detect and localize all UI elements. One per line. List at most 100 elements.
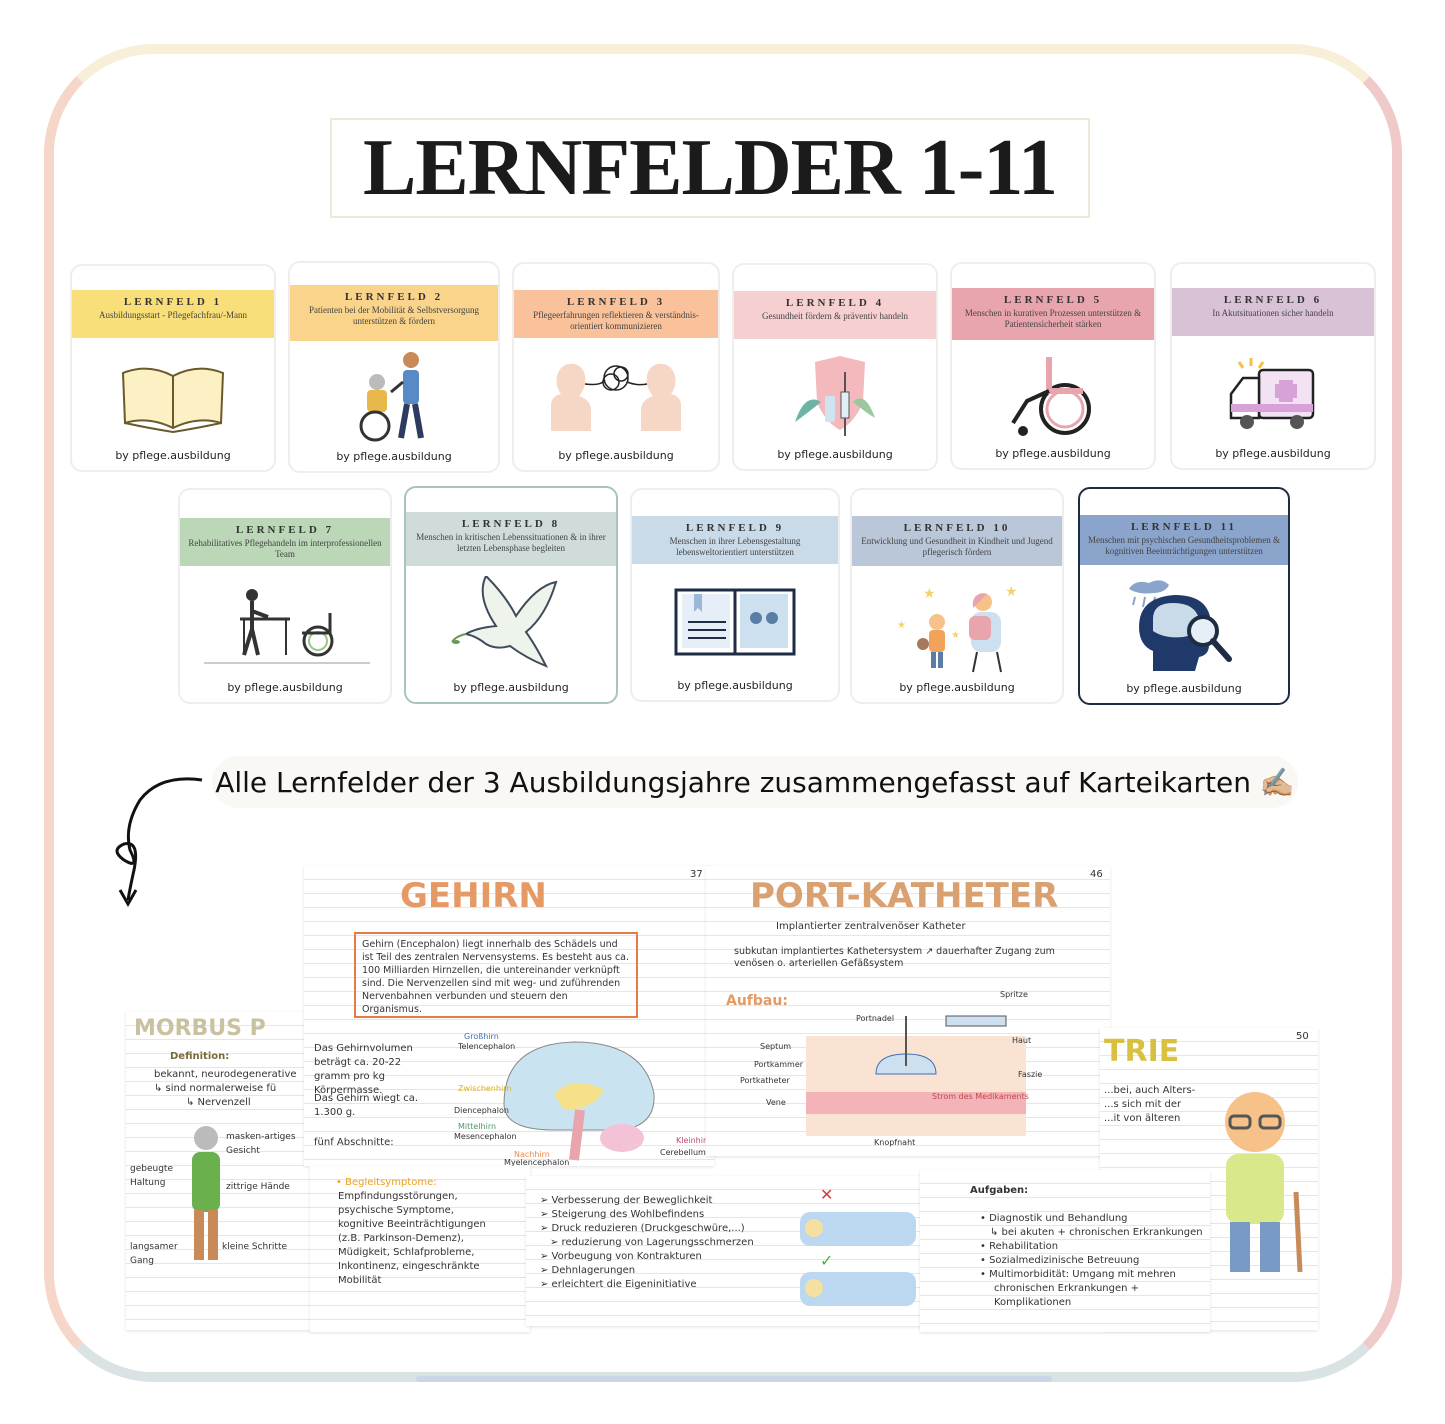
- card-desc: Entwicklung und Gesundheit in Kindheit u…: [861, 536, 1053, 557]
- geriatrie-text-2: ...s sich mit der: [1104, 1099, 1182, 1110]
- page-geriatrie-aufgaben: Aufgaben: • Diagnostik und Behandlung ↳ …: [920, 1170, 1210, 1332]
- gehirn-label-4: Diencephalon: [454, 1106, 509, 1115]
- port-line: subkutan implantiertes Kathetersystem ↗ …: [734, 946, 1055, 969]
- geriatrie-line-6: chronischen Erkrankungen + Komplikatione…: [994, 1283, 1140, 1308]
- morbus-text-3: ↳ Nervenzell: [186, 1097, 251, 1108]
- gehirn-number: 37: [690, 869, 703, 880]
- curly-arrow-icon: [115, 777, 203, 908]
- symptome-line-6: Müdigkeit, Schlafprobleme,: [338, 1247, 475, 1258]
- by-label: by pflege.ausbildung: [1126, 682, 1242, 695]
- brain-diagram-icon: [503, 1041, 655, 1161]
- rehab-icon: [180, 578, 390, 678]
- symptome-line-3: psychische Symptome,: [338, 1205, 454, 1216]
- svg-text:★: ★: [1005, 585, 1018, 600]
- by-label: by pflege.ausbildung: [558, 449, 674, 462]
- by-label: by pflege.ausbildung: [115, 449, 231, 462]
- book-icon: [72, 348, 274, 448]
- card-label: LERNFELD 3: [566, 296, 666, 308]
- lagerung-line-7: ➢ erleichtert die Eigeninitiative: [540, 1279, 697, 1290]
- symptome-line-1: • Begleitsymptome:: [336, 1177, 437, 1188]
- card-label: LERNFELD 7: [235, 524, 335, 536]
- open-book-icon: [632, 572, 838, 672]
- geriatrie-title: TRIE: [1104, 1034, 1180, 1069]
- by-label: by pflege.ausbildung: [1215, 447, 1331, 460]
- page-gehirn: GEHIRN 37 Gehirn (Encephalon) liegt inne…: [304, 866, 714, 1166]
- wheelchair-helper-icon: [290, 345, 498, 445]
- gehirn-label-10: Cerebellum: [660, 1148, 706, 1157]
- card-label: LERNFELD 11: [1130, 521, 1238, 533]
- card-desc: Pflegeerfahrungen reflektieren & verstän…: [533, 310, 699, 331]
- morbus-definition: Definition:: [170, 1051, 230, 1062]
- brain-search-icon: [1080, 575, 1288, 675]
- by-label: by pflege.ausbildung: [453, 681, 569, 694]
- port-label-2: Portnadel: [856, 1014, 895, 1023]
- symptome-line-8: Mobilität: [338, 1275, 382, 1286]
- lagerung-line-3: ➢ Druck reduzieren (Druckgeschwüre,...): [540, 1223, 745, 1234]
- gehirn-label-8: Myelencephalon: [504, 1158, 570, 1166]
- card-band: LERNFELD 11 Menschen mit psychischen Gesu…: [1080, 515, 1288, 565]
- gehirn-note-2: Das Gehirn wiegt ca. 1.300 g.: [314, 1093, 419, 1118]
- parkinson-figure-icon: [192, 1126, 220, 1260]
- wheelchair-icon: [952, 346, 1154, 446]
- svg-text:★: ★: [923, 587, 936, 602]
- gehirn-note-1: Das Gehirnvolumen beträgt ca. 20-22 gram…: [314, 1043, 413, 1096]
- ambulance-icon: [1172, 346, 1374, 446]
- geriatrie-text-1: ...bei, auch Alters-: [1104, 1085, 1196, 1096]
- card-lernfeld-11[interactable]: LERNFELD 11 Menschen mit psychischen Gesu…: [1078, 487, 1290, 705]
- subtitle-banner: Alle Lernfelder der 3 Ausbildungsjahre z…: [212, 756, 1298, 808]
- card-label: LERNFELD 9: [685, 522, 785, 534]
- geriatrie-number: 50: [1296, 1031, 1309, 1042]
- port-label-8: Vene: [766, 1098, 786, 1107]
- card-lernfeld-2[interactable]: LERNFELD 2 Patienten bei der Mobilität & …: [288, 261, 500, 473]
- card-label: LERNFELD 1: [123, 296, 223, 308]
- geriatrie-aufgaben: Aufgaben:: [970, 1185, 1029, 1196]
- geriatrie-line-5: • Multimorbidität: Umgang mit mehren: [980, 1269, 1176, 1280]
- page-morbus: MORBUS P Definition: bekannt, neurodegen…: [126, 1012, 316, 1330]
- positioning-illustration-icon: ✕✓: [800, 1187, 916, 1306]
- page-port-katheter: PORT-KATHETER 46 Implantierter zentralve…: [706, 866, 1110, 1156]
- by-label: by pflege.ausbildung: [777, 448, 893, 461]
- symptome-line-4: kognitive Beeinträchtigungen: [338, 1219, 486, 1230]
- elderly-man-icon: [1225, 1092, 1303, 1273]
- lagerung-line-2: ➢ Steigerung des Wohlbefindens: [540, 1209, 705, 1220]
- port-subtitle: Implantierter zentralvenöser Katheter: [776, 921, 966, 932]
- port-label-1: Spritze: [1000, 990, 1028, 999]
- gehirn-note-3: fünf Abschnitte:: [314, 1137, 394, 1148]
- card-lernfeld-3[interactable]: LERNFELD 3 Pflegeerfahrungen reflektieren…: [512, 262, 720, 472]
- card-desc: Menschen mit psychischen Gesundheitsprob…: [1088, 535, 1280, 556]
- card-lernfeld-5[interactable]: LERNFELD 5 Menschen in kurativen Prozesse…: [950, 262, 1156, 470]
- card-band: LERNFELD 2 Patienten bei der Mobilität & …: [290, 285, 498, 341]
- card-desc: Menschen in kritischen Lebenssituationen…: [416, 532, 606, 553]
- card-lernfeld-7[interactable]: LERNFELD 7 Rehabilitatives Pflegehandeln …: [178, 488, 392, 704]
- morbus-label-3: zittrige Hände: [226, 1182, 290, 1192]
- card-desc: Rehabilitatives Pflegehandeln im interpr…: [188, 538, 382, 559]
- card-desc: Patienten bei der Mobilität & Selbstvers…: [308, 305, 480, 326]
- morbus-text-1: bekannt, neurodegenerative: [154, 1069, 297, 1080]
- by-label: by pflege.ausbildung: [995, 447, 1111, 460]
- subtitle-text: Alle Lernfelder der 3 Ausbildungsjahre z…: [215, 765, 1295, 799]
- svg-text:★: ★: [897, 620, 906, 631]
- morbus-label-1: masken-artiges Gesicht: [226, 1132, 296, 1156]
- card-label: LERNFELD 2: [344, 291, 444, 303]
- port-label-7: Portkatheter: [740, 1076, 790, 1085]
- card-desc: In Akutsituationen sicher handeln: [1212, 308, 1334, 318]
- lagerung-line-6: ➢ Dehnlagerungen: [540, 1265, 636, 1276]
- lagerung-line-5: ➢ Vorbeugung von Kontrakturen: [540, 1251, 702, 1262]
- by-label: by pflege.ausbildung: [899, 681, 1015, 694]
- lagerung-line-4: ➢ reduzierung von Lagerungsschmerzen: [550, 1237, 754, 1248]
- card-label: LERNFELD 5: [1003, 294, 1103, 306]
- lagerung-line-1: ➢ Verbesserung der Beweglichkeit: [540, 1195, 713, 1206]
- notes-collage: MORBUS P Definition: bekannt, neurodegen…: [90, 852, 1348, 1332]
- port-label-10: Knopfnaht: [874, 1138, 916, 1147]
- gehirn-label-5: Mittelhirn: [458, 1122, 497, 1131]
- card-desc: Menschen in kurativen Prozessen unterstü…: [964, 308, 1142, 329]
